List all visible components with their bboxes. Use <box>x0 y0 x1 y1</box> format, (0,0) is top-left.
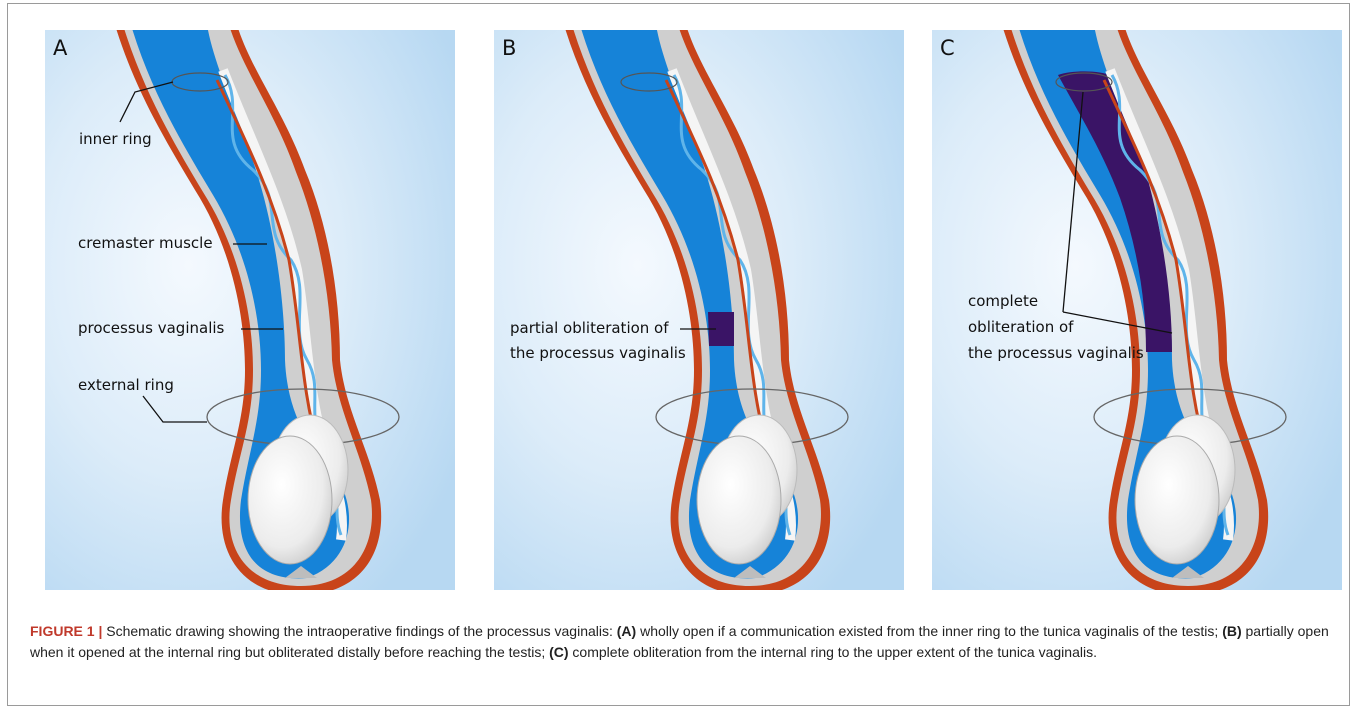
panel-b-drawing <box>494 30 904 590</box>
figure-frame: A inner ring cremaster muscle processus … <box>7 3 1350 706</box>
testis <box>697 436 781 564</box>
label-complete-line3: the processus vaginalis <box>968 341 1144 366</box>
figure-caption: FIGURE 1 | Schematic drawing showing the… <box>30 621 1330 663</box>
panel-b-letter: B <box>502 36 516 60</box>
panel-c-letter: C <box>940 36 955 60</box>
caption-figure-label: FIGURE 1 | <box>30 623 102 639</box>
label-processus-vaginalis: processus vaginalis <box>78 316 224 341</box>
caption-intro: Schematic drawing showing the intraopera… <box>102 623 616 639</box>
caption-b-label: (B) <box>1222 623 1241 639</box>
label-cremaster-muscle: cremaster muscle <box>78 231 213 256</box>
panel-a-letter: A <box>53 36 67 60</box>
label-complete-line2: obliteration of <box>968 315 1073 340</box>
label-partial-line1: partial obliteration of <box>510 316 669 341</box>
label-complete-line1: complete <box>968 289 1038 314</box>
label-inner-ring: inner ring <box>79 127 152 152</box>
panel-c: C complete obliteration of the processus… <box>932 30 1342 590</box>
label-partial-line2: the processus vaginalis <box>510 341 686 366</box>
caption-c-label: (C) <box>549 644 568 660</box>
caption-a-text: wholly open if a communication existed f… <box>636 623 1222 639</box>
caption-a-label: (A) <box>617 623 636 639</box>
label-external-ring: external ring <box>78 373 174 398</box>
caption-c-text: complete obliteration from the internal … <box>569 644 1097 660</box>
panel-a-drawing <box>45 30 455 590</box>
panel-a: A inner ring cremaster muscle processus … <box>45 30 455 590</box>
testis <box>1135 436 1219 564</box>
panel-b: B partial obliteration of the processus … <box>494 30 904 590</box>
testis <box>248 436 332 564</box>
